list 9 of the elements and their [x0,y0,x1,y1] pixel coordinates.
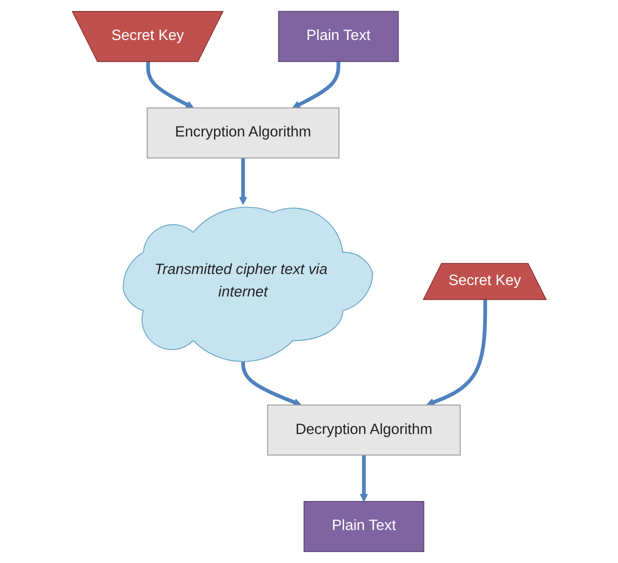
arrow [238,158,247,205]
node-box: Plain Text [303,501,424,552]
arrow [426,300,487,406]
arrow [360,455,368,502]
node-box: Decryption Algorithm [266,404,460,456]
arrow [292,62,340,108]
arrow [146,62,194,108]
node-box: Encryption Algorithm [146,107,340,158]
node-box: Plain Text [278,10,398,62]
